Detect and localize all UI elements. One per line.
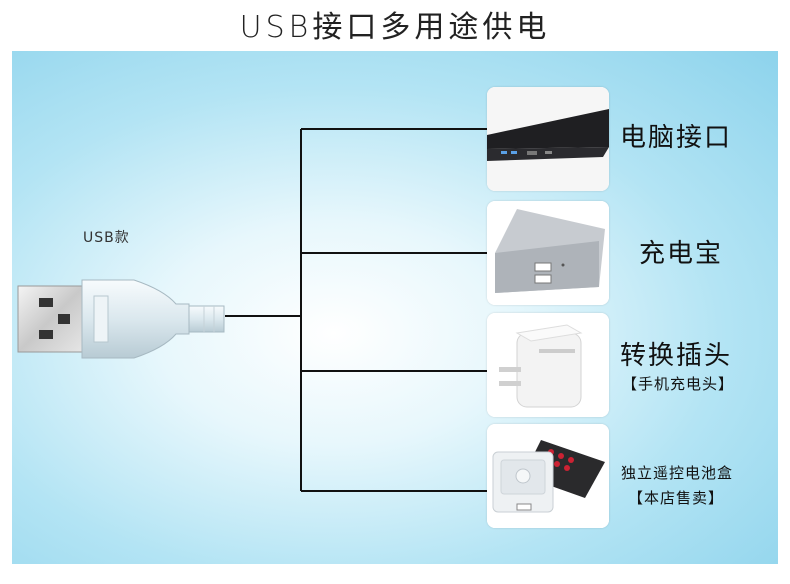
battery-box-card [487, 424, 609, 528]
battery-box-image [487, 424, 609, 528]
item-label-charger: 转换插头 [620, 341, 733, 371]
power-bank-card [487, 201, 609, 305]
item-label-laptop: 电脑接口 [620, 123, 733, 153]
item-label-power-bank: 充电宝 [639, 239, 724, 269]
usb-type-label: USB款 [83, 230, 130, 246]
charger-image [487, 313, 609, 417]
item-label-battery-box: 独立遥控电池盒 [621, 464, 734, 482]
laptop-image [487, 87, 609, 191]
usb-plug-icon [17, 279, 225, 359]
power-bank-image [487, 201, 609, 305]
item-sublabel-charger: 【手机充电头】 [622, 375, 735, 393]
charger-card [487, 313, 609, 417]
page-title: USB接口多用途供电 [239, 10, 551, 45]
item-sublabel-battery-box: 【本店售卖】 [628, 489, 725, 507]
laptop-card [487, 87, 609, 191]
